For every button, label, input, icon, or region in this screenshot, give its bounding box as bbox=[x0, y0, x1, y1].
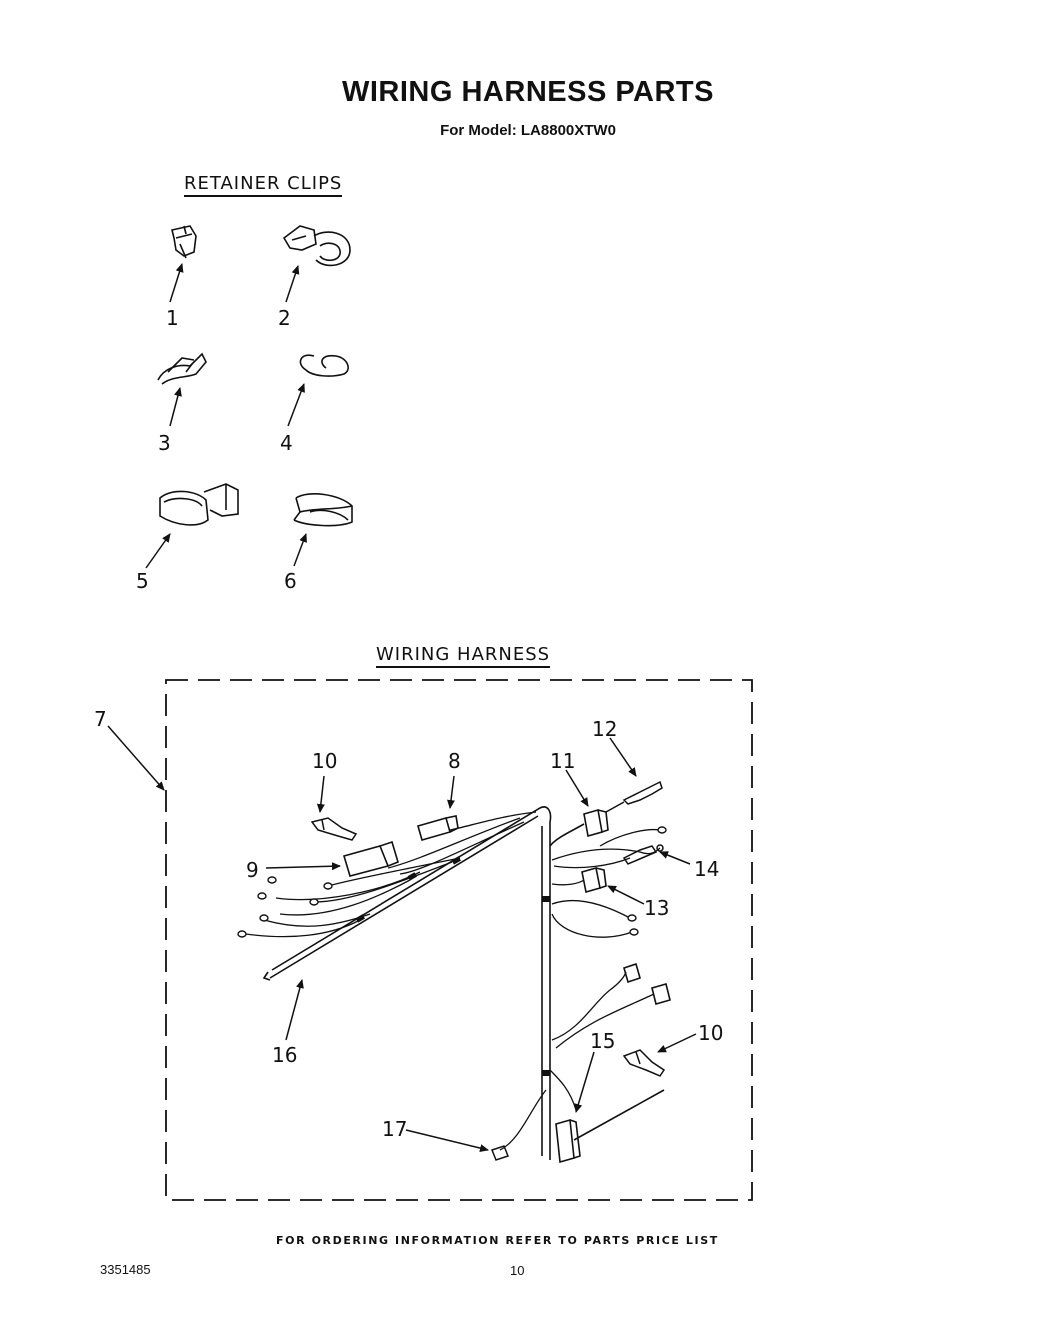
terminal-14 bbox=[622, 844, 664, 865]
callout-3: 3 bbox=[158, 431, 171, 455]
harness-dashed-frame bbox=[165, 679, 753, 1201]
clip-2-arrow bbox=[285, 265, 300, 303]
left-ring-terminals bbox=[237, 876, 333, 938]
callout-5: 5 bbox=[136, 569, 149, 593]
harness-arrow-7 bbox=[107, 725, 165, 791]
callout-10-top: 10 bbox=[312, 749, 337, 773]
connector-8 bbox=[417, 815, 459, 841]
arrow-15 bbox=[574, 1051, 595, 1113]
connector-11 bbox=[549, 808, 609, 847]
harness-left-wires bbox=[245, 811, 537, 938]
wiring-harness-heading: WIRING HARNESS bbox=[376, 645, 551, 668]
callout-1: 1 bbox=[166, 306, 179, 330]
arrow-14 bbox=[659, 851, 691, 865]
callout-16: 16 bbox=[272, 1043, 297, 1067]
retainer-clip-6 bbox=[293, 493, 353, 527]
callout-17: 17 bbox=[382, 1117, 407, 1141]
callout-8: 8 bbox=[448, 749, 461, 773]
arrow-17 bbox=[405, 1129, 489, 1152]
callout-7: 7 bbox=[94, 707, 107, 731]
arrow-16 bbox=[285, 979, 304, 1041]
trunk-ties bbox=[355, 856, 550, 1076]
retainer-clips-heading: RETAINER CLIPS bbox=[184, 174, 343, 197]
retainer-clip-2 bbox=[282, 225, 351, 267]
clip-5-arrow bbox=[145, 533, 171, 569]
plug-connectors bbox=[623, 962, 671, 1005]
arrow-9 bbox=[265, 862, 341, 871]
arrow-11 bbox=[565, 769, 589, 807]
terminal-12 bbox=[605, 780, 663, 813]
callout-14: 14 bbox=[694, 857, 719, 881]
retainer-clip-5 bbox=[159, 483, 239, 526]
page-title: WIRING HARNESS PARTS bbox=[342, 76, 714, 108]
callout-6: 6 bbox=[284, 569, 297, 593]
harness-trunk bbox=[262, 806, 552, 1160]
callout-10-bottom: 10 bbox=[698, 1021, 723, 1045]
right-ring-terminals bbox=[627, 826, 667, 936]
page-number: 10 bbox=[510, 1263, 525, 1278]
retainer-clip-4 bbox=[299, 354, 349, 377]
document-number: 3351485 bbox=[100, 1262, 151, 1277]
arrow-8 bbox=[447, 775, 455, 809]
retainer-clip-3 bbox=[157, 352, 207, 385]
callout-15: 15 bbox=[590, 1029, 615, 1053]
callout-13: 13 bbox=[644, 896, 669, 920]
clip-1-arrow bbox=[169, 263, 184, 303]
callout-4: 4 bbox=[280, 431, 293, 455]
callout-2: 2 bbox=[278, 306, 291, 330]
connector-15 bbox=[555, 1089, 665, 1164]
clip-6-arrow bbox=[293, 533, 307, 567]
callout-12: 12 bbox=[592, 717, 617, 741]
arrow-13 bbox=[607, 885, 645, 905]
model-subtitle: For Model: LA8800XTW0 bbox=[440, 122, 616, 139]
connector-17 bbox=[491, 1145, 509, 1161]
callout-11: 11 bbox=[550, 749, 575, 773]
clip-4-arrow bbox=[287, 383, 305, 427]
retainer-clip-1 bbox=[171, 225, 197, 259]
clip-3-arrow bbox=[169, 387, 182, 427]
arrow-12 bbox=[609, 737, 637, 777]
ordering-note: FOR ORDERING INFORMATION REFER TO PARTS … bbox=[276, 1234, 719, 1247]
terminal-10-top bbox=[310, 817, 358, 841]
callout-9: 9 bbox=[246, 858, 259, 882]
terminal-10-bottom bbox=[622, 1049, 666, 1077]
arrow-10-bottom bbox=[657, 1033, 697, 1053]
connector-9 bbox=[342, 840, 399, 877]
connector-13 bbox=[581, 866, 607, 894]
arrow-10-top bbox=[316, 775, 325, 813]
harness-right-wires bbox=[499, 828, 661, 1151]
